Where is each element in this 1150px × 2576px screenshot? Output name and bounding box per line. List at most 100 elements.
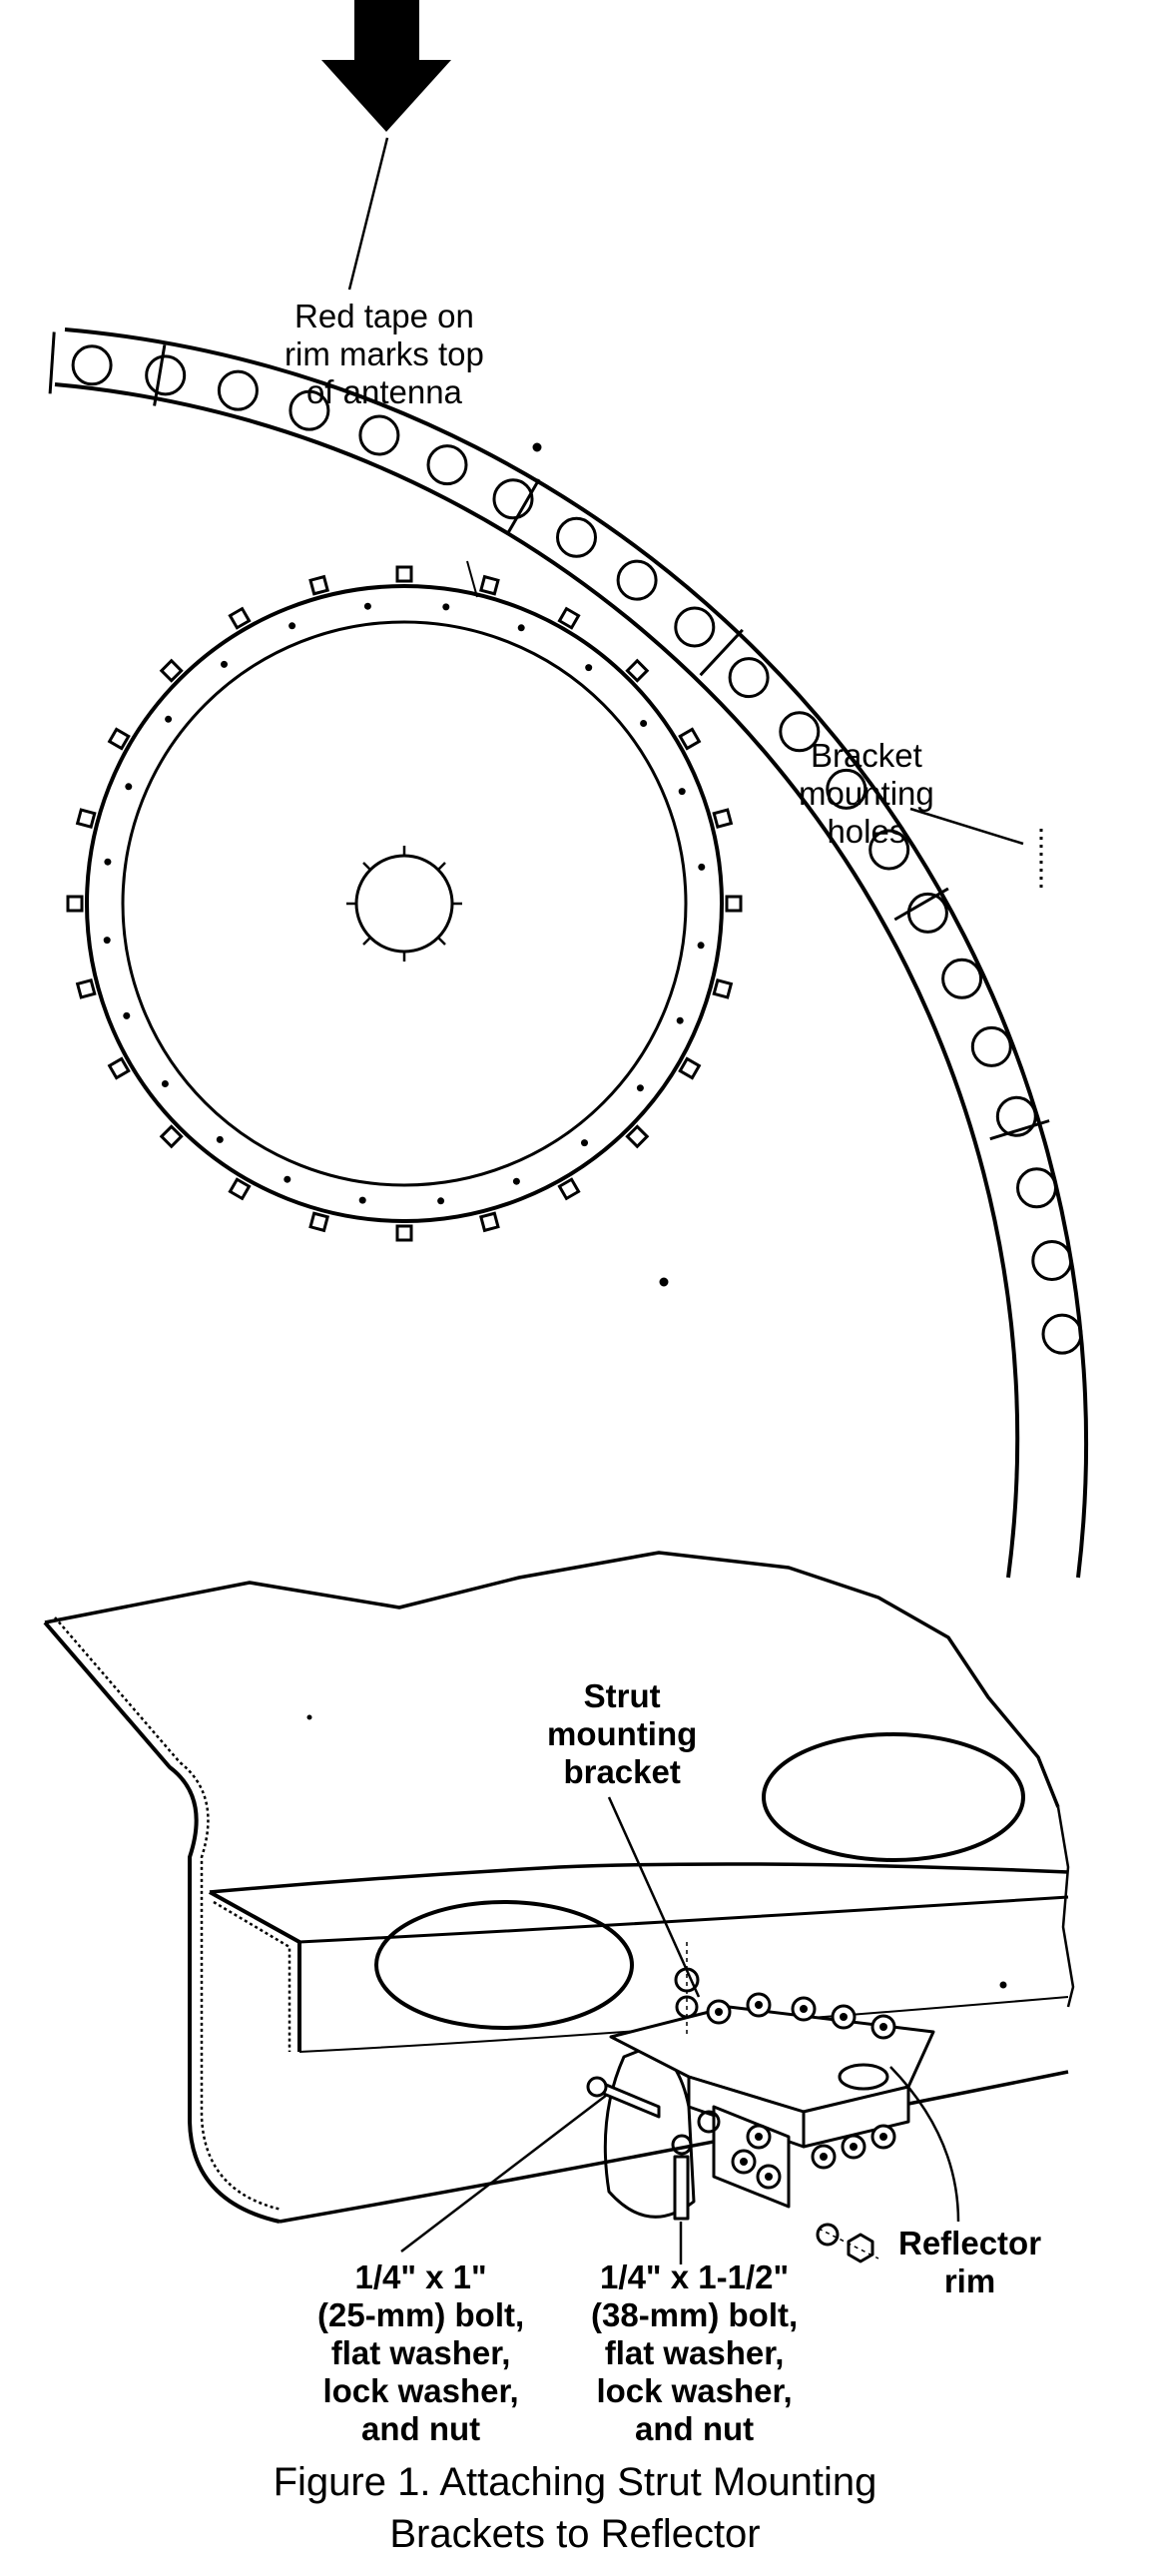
center-tab bbox=[437, 862, 446, 871]
rim-hole bbox=[970, 1025, 1012, 1067]
rim-holes bbox=[71, 344, 1083, 1355]
hub-center-opening bbox=[354, 854, 454, 954]
hub-dot bbox=[123, 1011, 131, 1019]
hub-outer-ring bbox=[85, 584, 724, 1223]
rim-hole bbox=[217, 369, 259, 411]
hub-tab bbox=[308, 574, 330, 596]
bracket-bolt-center bbox=[850, 2143, 858, 2151]
bracket-holes-leader bbox=[909, 807, 1024, 846]
reflector-rim-label: Reflector rim bbox=[898, 2225, 1041, 2300]
hub-dot bbox=[517, 624, 525, 632]
rim-hole bbox=[426, 444, 468, 486]
hub-dots bbox=[103, 602, 706, 1205]
channel-top-wall-inner bbox=[213, 1900, 291, 2052]
hub-dot bbox=[698, 863, 706, 871]
label-line: rim bbox=[943, 2262, 996, 2299]
washer-lower bbox=[816, 2223, 840, 2247]
hub-tab bbox=[725, 895, 743, 913]
bracket-end-face bbox=[802, 2085, 910, 2149]
bracket-bolts bbox=[706, 1992, 896, 2190]
center-tab bbox=[362, 862, 371, 871]
center-tab bbox=[437, 937, 446, 946]
rim-divider bbox=[893, 887, 949, 922]
bracket-bolt-center bbox=[755, 2133, 763, 2141]
bolt-long bbox=[673, 2155, 690, 2221]
bracket-bolt-center bbox=[840, 2013, 848, 2021]
rim-hole bbox=[1031, 1240, 1073, 1281]
bracket-strut-hole bbox=[838, 2063, 889, 2091]
hub-tabs bbox=[66, 565, 743, 1242]
hub-dot bbox=[161, 1080, 169, 1087]
rim-hole bbox=[1041, 1313, 1083, 1355]
rim-hole bbox=[995, 1095, 1037, 1137]
rim-hole bbox=[779, 711, 821, 753]
rim-hole bbox=[728, 657, 770, 699]
hub-tab bbox=[228, 606, 252, 630]
hub-tab bbox=[625, 1124, 650, 1149]
label-line: mounting bbox=[547, 1715, 698, 1752]
channel-section-outer bbox=[43, 1620, 281, 2224]
caption-line: Figure 1. Attaching Strut Mounting bbox=[273, 2460, 877, 2504]
label-line: flat washer, bbox=[604, 2334, 785, 2371]
hub-dot bbox=[442, 603, 450, 611]
hub-tab bbox=[478, 574, 500, 596]
rim-divider bbox=[48, 331, 56, 394]
reference-dot bbox=[306, 1714, 312, 1720]
red-tape-label: Red tape on rim marks top of antenna bbox=[285, 298, 484, 411]
hub-seam bbox=[466, 560, 478, 598]
rim-inner-edge bbox=[54, 382, 1020, 1579]
hub-dot bbox=[216, 1135, 224, 1143]
hub-dot bbox=[437, 1197, 445, 1205]
down-arrow-icon bbox=[321, 0, 451, 132]
reference-dot bbox=[999, 1981, 1007, 1989]
hub-tab bbox=[308, 1211, 330, 1233]
hub-tab bbox=[557, 1177, 581, 1201]
hub-dot bbox=[636, 1084, 644, 1092]
rim-divider bbox=[153, 344, 167, 406]
label-line: (38-mm) bolt, bbox=[591, 2296, 799, 2333]
label-line: and nut bbox=[635, 2410, 755, 2447]
rim-hole bbox=[288, 389, 330, 431]
hub-dot bbox=[678, 788, 686, 796]
hub-dot bbox=[697, 942, 705, 950]
rim-hole bbox=[145, 354, 187, 396]
hub-dot bbox=[585, 664, 593, 672]
figure-caption: Figure 1. Attaching Strut Mounting Brack… bbox=[0, 2456, 1150, 2560]
rim-hole-right bbox=[762, 1732, 1025, 1862]
rim-hole bbox=[826, 768, 867, 810]
label-line: Reflector bbox=[898, 2225, 1042, 2261]
hub-dot bbox=[165, 715, 173, 723]
rim-bottom-edge bbox=[279, 2070, 1069, 2224]
rim-hole-left bbox=[374, 1900, 634, 2030]
bracket-bolt-center bbox=[879, 2023, 887, 2031]
hub-dot bbox=[363, 602, 371, 610]
hub-dot bbox=[221, 660, 228, 668]
reference-dot bbox=[532, 442, 542, 452]
hub-tab bbox=[75, 977, 97, 999]
hub-dot bbox=[676, 1016, 684, 1024]
hub-dot bbox=[358, 1196, 366, 1204]
hub-tab bbox=[159, 1124, 184, 1149]
bolt-short-head bbox=[586, 2076, 608, 2098]
nut-lower-icon bbox=[847, 2233, 874, 2263]
bracket-bolt-center bbox=[820, 2153, 828, 2161]
panel-top-edge bbox=[44, 1551, 1060, 1808]
center-tab bbox=[362, 937, 371, 946]
bracket-holes-label: Bracket mounting holes bbox=[799, 737, 934, 851]
bracket-bolt-center bbox=[879, 2133, 887, 2141]
hub-tab bbox=[678, 727, 702, 751]
hub-tab bbox=[66, 895, 84, 913]
strut-bracket-label: Strut mounting bracket bbox=[547, 1677, 697, 1791]
label-line: 1/4" x 1-1/2" bbox=[600, 2258, 790, 2295]
hub-tab bbox=[107, 1056, 131, 1080]
hub-tab bbox=[557, 606, 581, 630]
label-line: lock washer, bbox=[322, 2372, 519, 2409]
hub-tab bbox=[228, 1177, 252, 1201]
rim-divider bbox=[989, 1119, 1050, 1141]
label-line: rim marks top bbox=[285, 335, 484, 372]
hub-dot bbox=[640, 720, 648, 727]
strut-bracket-leader bbox=[607, 1796, 701, 1998]
rim-hole bbox=[674, 606, 716, 648]
rim-hole bbox=[358, 414, 400, 456]
